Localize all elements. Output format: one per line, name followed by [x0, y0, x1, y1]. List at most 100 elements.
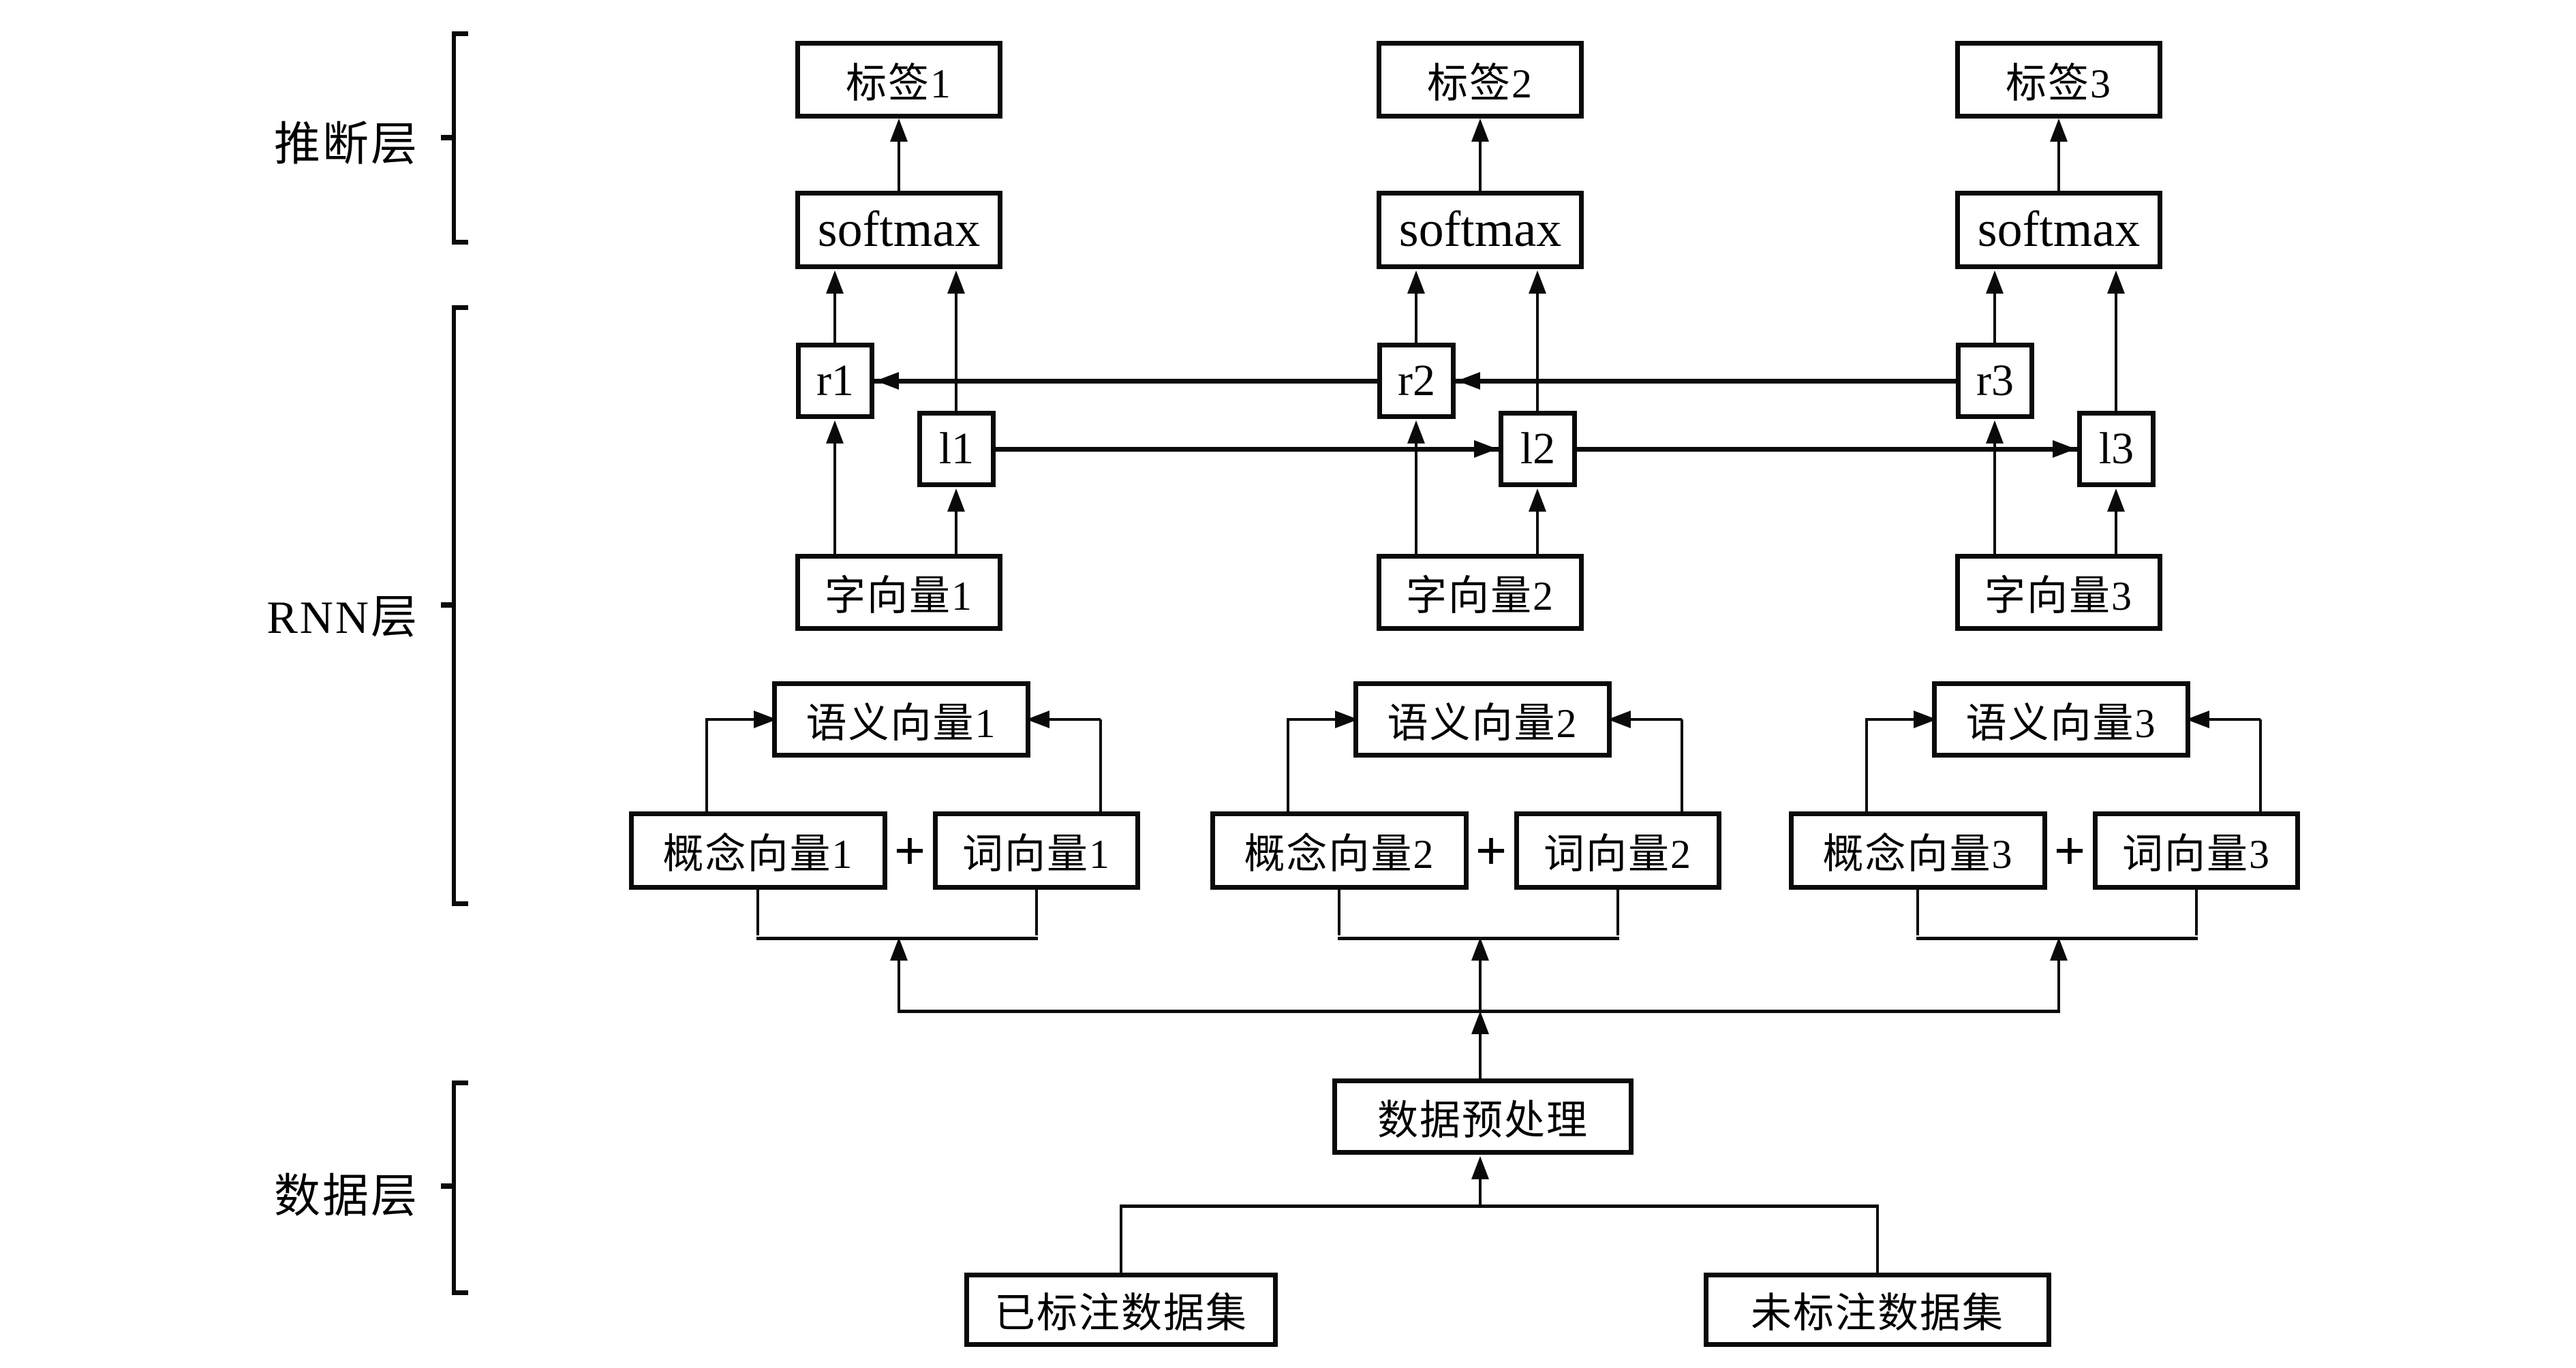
line-concept-to-semantic-2	[1287, 719, 1289, 811]
arrowhead-up	[947, 270, 965, 294]
bracket-data-layer	[441, 1081, 468, 1295]
bracket-tick	[455, 305, 468, 310]
line-word-to-semantic-1	[1099, 719, 1102, 811]
line-r-to-softmax-1	[833, 292, 836, 343]
node-tag-1: 标签1	[795, 41, 1002, 119]
line-charvec-to-r-1	[833, 442, 836, 554]
bracket-tick	[455, 31, 468, 36]
line-softmax-to-tag-2	[1479, 136, 1482, 191]
arrowhead-up	[826, 270, 844, 294]
arrowhead-up	[890, 119, 908, 142]
node-labeled-dataset: 已标注数据集	[964, 1273, 1278, 1347]
arrowhead-left	[1457, 372, 1480, 390]
arrowhead-up	[2107, 488, 2125, 512]
line-charvec-to-l-2	[1536, 510, 1539, 554]
line-word-to-semantic-2	[1612, 718, 1682, 721]
node-r-cell-1: r1	[796, 343, 874, 419]
line-l-to-softmax-2	[1536, 292, 1539, 411]
arrowhead-left	[1026, 711, 1049, 728]
arrowhead-right	[1914, 711, 1937, 728]
node-softmax-2: softmax	[1377, 191, 1584, 269]
arrowhead-right	[1335, 711, 1358, 728]
arrowhead-right	[2053, 440, 2076, 458]
node-l-cell-1: l1	[917, 411, 996, 487]
link-l1-to-l2	[996, 447, 1499, 452]
link-r2-to-r1	[874, 379, 1377, 384]
line-preprocess-up	[1479, 1033, 1482, 1078]
arrowhead-up	[1986, 420, 2004, 444]
node-tag-2: 标签2	[1377, 41, 1584, 119]
line-word-down-1	[1035, 890, 1038, 935]
plus-sign-2: +	[1475, 820, 1507, 882]
node-concept-vector-1: 概念向量1	[629, 811, 887, 890]
arrowhead-up	[1471, 1156, 1489, 1179]
line-datasets-to-preprocess	[1479, 1178, 1482, 1206]
arrowhead-up	[947, 488, 965, 512]
line-concept-down-2	[1338, 890, 1340, 935]
node-concept-vector-3: 概念向量3	[1789, 811, 2047, 890]
node-word-vector-3: 词向量3	[2093, 811, 2300, 890]
line-softmax-to-tag-1	[898, 136, 900, 191]
node-semantic-vector-2: 语义向量2	[1353, 681, 1612, 758]
line-labeled-up	[1120, 1207, 1122, 1273]
arrowhead-up	[826, 420, 844, 444]
line-word-down-3	[2195, 890, 2198, 935]
node-char-vector-1: 字向量1	[795, 554, 1002, 631]
bracket-inference-layer	[441, 31, 468, 245]
node-l-cell-2: l2	[1499, 411, 1577, 487]
bracket-tick	[455, 240, 468, 245]
node-l-cell-3: l3	[2077, 411, 2156, 487]
plus-sign-3: +	[2053, 820, 2086, 882]
arrowhead-up	[1986, 270, 2004, 294]
arrowhead-left	[876, 372, 899, 390]
arrowhead-up	[1407, 420, 1425, 444]
line-softmax-to-tag-3	[2057, 136, 2060, 191]
arrowhead-up	[2050, 119, 2068, 142]
node-char-vector-2: 字向量2	[1377, 554, 1584, 631]
line-feed-column-3	[2057, 961, 2060, 1011]
bracket-tick	[455, 1290, 468, 1295]
line-charvec-to-r-2	[1415, 442, 1417, 554]
line-charvec-to-l-3	[2115, 510, 2117, 554]
bracket-rnn-layer	[441, 305, 468, 906]
node-word-vector-1: 词向量1	[933, 811, 1140, 890]
line-charvec-to-r-3	[1993, 442, 1996, 554]
node-softmax-3: softmax	[1955, 191, 2162, 269]
layer-label-data: 数据层	[273, 1170, 419, 1222]
arrowhead-up	[2107, 270, 2125, 294]
bus-datasets	[1120, 1204, 1879, 1208]
node-char-vector-3: 字向量3	[1955, 554, 2162, 631]
bracket-tick	[455, 1081, 468, 1085]
arrowhead-up	[2050, 937, 2068, 961]
link-r3-to-r2	[1456, 379, 1956, 384]
line-concept-to-semantic-1	[705, 719, 708, 811]
line-feed-column-1	[898, 961, 900, 1011]
line-concept-to-semantic-1	[705, 718, 772, 721]
line-concept-to-semantic-2	[1287, 718, 1353, 721]
arrowhead-up	[1529, 488, 1546, 512]
node-word-vector-2: 词向量2	[1514, 811, 1721, 890]
line-concept-to-semantic-3	[1865, 719, 1868, 811]
line-l-to-softmax-1	[955, 292, 957, 411]
layer-label-rnn: RNN层	[266, 591, 419, 643]
line-r-to-softmax-3	[1993, 292, 1996, 343]
node-concept-vector-2: 概念向量2	[1210, 811, 1469, 890]
bracket-nub	[441, 135, 452, 140]
arrowhead-right	[1474, 440, 1497, 458]
arrowhead-up	[1471, 119, 1489, 142]
arrowhead-left	[2186, 711, 2209, 728]
arrowhead-up	[1471, 937, 1489, 961]
arrowhead-up	[1529, 270, 1546, 294]
bracket-tick	[455, 901, 468, 906]
node-data-preprocessing: 数据预处理	[1332, 1078, 1634, 1155]
plus-sign-1: +	[893, 820, 926, 882]
node-softmax-1: softmax	[795, 191, 1002, 269]
line-concept-down-3	[1916, 890, 1919, 935]
node-semantic-vector-3: 语义向量3	[1932, 681, 2190, 758]
layer-label-inference: 推断层	[273, 119, 419, 170]
arrowhead-up	[890, 937, 908, 961]
line-word-to-semantic-1	[1030, 718, 1101, 721]
node-r-cell-3: r3	[1956, 343, 2034, 419]
line-feed-column-2	[1479, 961, 1482, 1011]
